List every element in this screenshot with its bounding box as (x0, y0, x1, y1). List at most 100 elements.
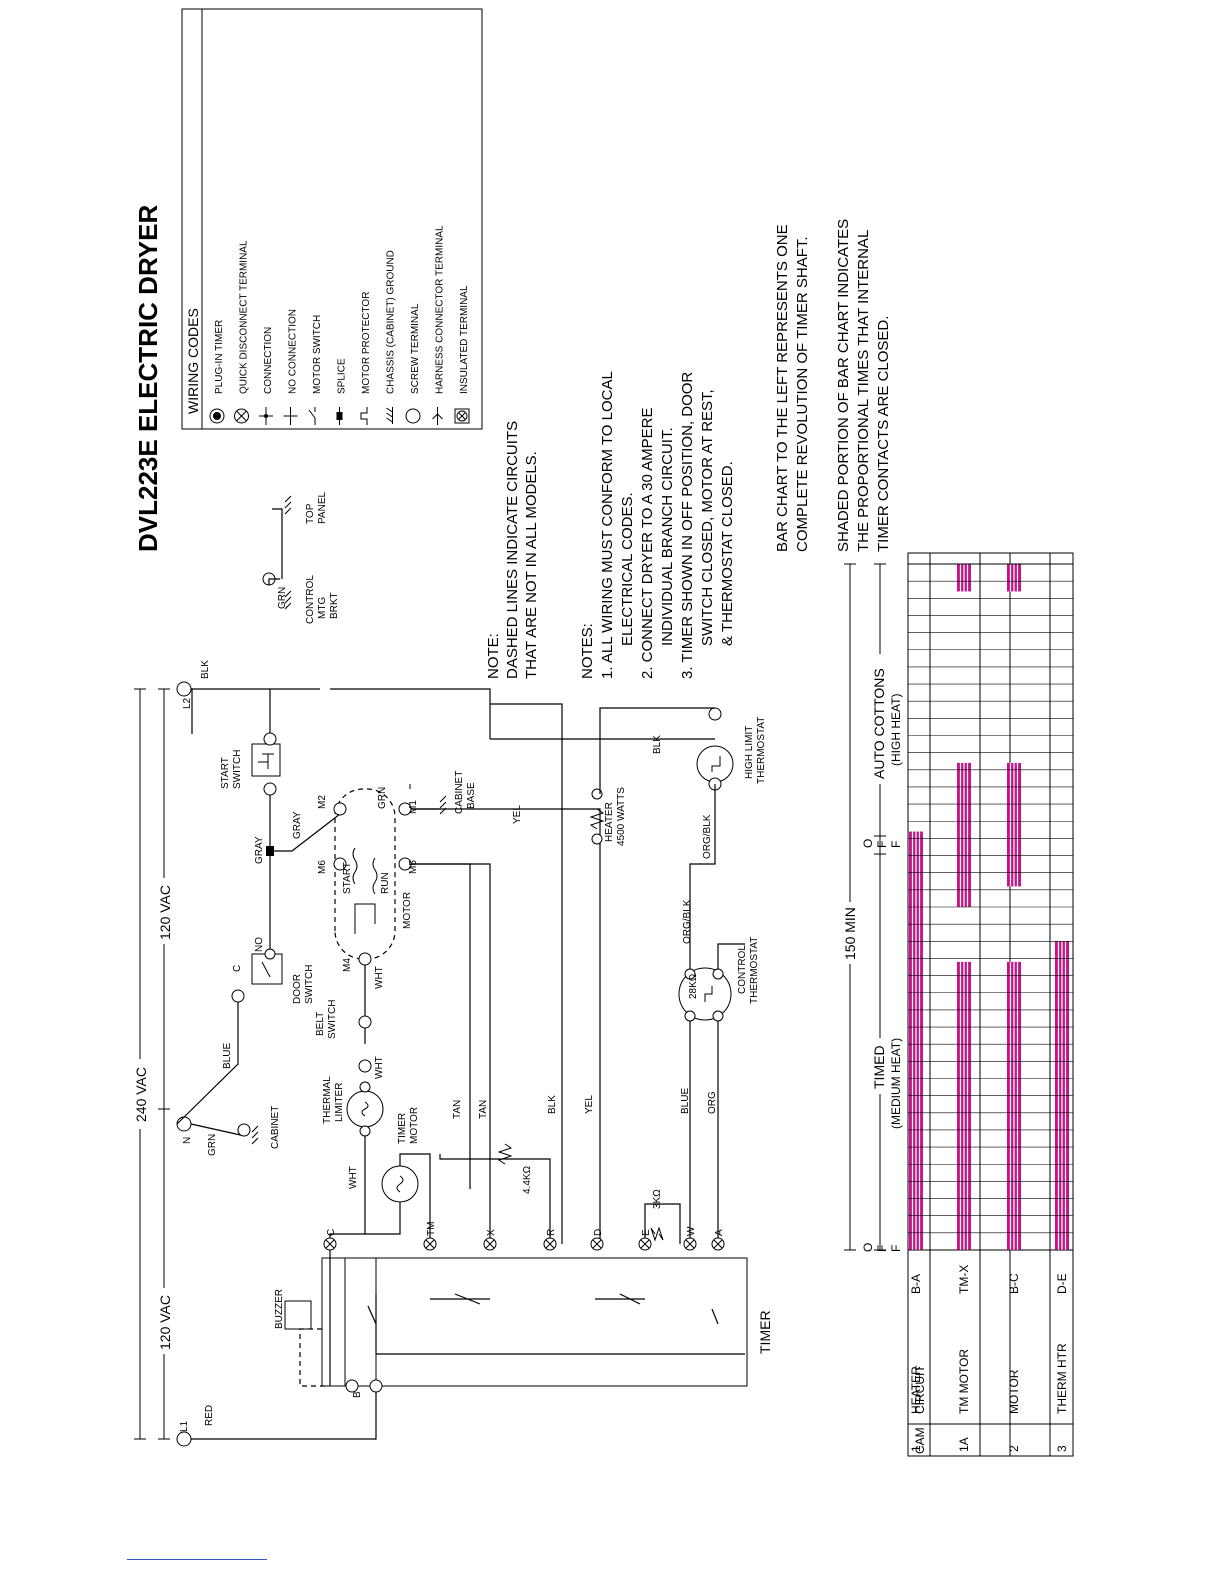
notes-block: NOTE: DASHED LINES INDICATE CIRCUITS THA… (485, 219, 892, 679)
notes-line-7: & THERMOSTAT CLOSED. (719, 461, 736, 646)
splice-icon (336, 407, 343, 425)
timer-terminal-label: E (641, 1229, 652, 1236)
notes-line-4: INDIVIDUAL BRANCH CIRCUIT. (659, 427, 676, 646)
gray-wire-label-1: GRAY (254, 836, 265, 864)
top-panel-label-1: TOP (305, 503, 316, 524)
bar-chart-note-5: TIMER CONTACTS ARE CLOSED. (875, 316, 892, 552)
off-label-1c: F (889, 1245, 903, 1252)
timer-terminal-label: C (326, 1229, 337, 1236)
start-switch-label-2: SWITCH (232, 750, 243, 789)
legend-item-label: CHASSIS (CABINET) GROUND (386, 250, 397, 394)
heater-label-2: 4500 WATTS (616, 787, 627, 846)
wiring-codes-heading: WIRING CODES (185, 308, 201, 414)
quick-disconnect-icon (234, 408, 249, 424)
belt-switch-label-2: SWITCH (327, 1000, 338, 1039)
l2-label: L2 (182, 697, 193, 709)
tan-wire-label-1: TAN (452, 1100, 463, 1119)
heater-label-1: HEATER (604, 802, 615, 842)
bar-chart-note-2: COMPLETE REVOLUTION OF TIMER SHAFT. (794, 236, 811, 552)
legend-item: SPLICE (336, 358, 348, 425)
connection-icon (259, 407, 273, 425)
segment-timed-label: TIMED (871, 1045, 887, 1089)
m2-label: M2 (317, 795, 328, 809)
row-contacts: D-E (1055, 1273, 1069, 1294)
n-label: N (182, 1137, 193, 1144)
harness-connector-icon (432, 407, 443, 425)
timer-terminal-label: D (593, 1229, 604, 1236)
ground-detail: GRN CONTROL MTG BRKT TOP PANEL (262, 492, 340, 624)
motor-label: MOTOR (402, 892, 413, 929)
timer-motor-label-2: MOTOR (409, 1107, 420, 1144)
legend-item: SCREW TERMINAL (405, 303, 421, 424)
m6-label: M6 (317, 860, 328, 874)
wht-wire-label-1: WHT (374, 966, 385, 989)
total-time-label: 150 MIN (842, 907, 858, 960)
row-circuit: HEATER (909, 1366, 923, 1414)
bar-chart-note-1: BAR CHART TO THE LEFT REPRESENTS ONE (774, 224, 791, 552)
screw-terminal-icon (405, 408, 421, 424)
legend-item-label: PLUG-IN TIMER (214, 320, 225, 394)
n-terminal (176, 1116, 192, 1132)
timer-terminal-b (345, 1379, 359, 1393)
cabinet-base-label-2: BASE (466, 782, 477, 809)
high-limit-label-2: THERMOSTAT (756, 717, 767, 784)
row-contacts: B-A (909, 1274, 923, 1294)
off-label-1a: O (861, 1243, 875, 1252)
voltage-240-label: 240 VAC (133, 1067, 149, 1122)
ground-symbol-icon (284, 495, 292, 515)
legend-item-label: INSULATED TERMINAL (459, 285, 470, 394)
wht-wire-label-2: WHT (374, 1056, 385, 1079)
thermal-limiter-label-2: LIMITER (334, 1083, 345, 1122)
legend-item: MOTOR SWITCH (308, 315, 323, 425)
voltage-120-right-label: 120 VAC (157, 885, 173, 940)
high-limit-label-1: HIGH LIMIT (744, 726, 755, 779)
bar-chart-note-4: THE PROPORTIONAL TIMES THAT INTERNAL (855, 230, 872, 552)
row-contacts: TM-X (957, 1265, 971, 1294)
row-circuit: TM MOTOR (957, 1349, 971, 1414)
segment-auto-label: AUTO COTTONS (871, 668, 887, 779)
yel-wire-label-2: YEL (512, 805, 523, 824)
notes-line-3: 2. CONNECT DRYER TO A 30 AMPERE (639, 408, 656, 680)
high-limit-thermostat: HIGH LIMIT THERMOSTAT (696, 707, 767, 791)
legend-item: NO CONNECTION (283, 309, 299, 425)
legend-item: MOTOR PROTECTOR (360, 292, 372, 425)
res-28k-label: 28KΩ (688, 973, 699, 999)
door-switch-label-2: SWITCH (304, 965, 315, 1004)
off-label-2c: F (889, 841, 903, 848)
ground-symbol-icon (284, 590, 292, 610)
timer-label: TIMER (757, 1310, 773, 1354)
legend-item-label: HARNESS CONNECTOR TERMINAL (435, 225, 446, 394)
row-cam: 1 (909, 1445, 923, 1452)
timer-bar-chart: 150 MIN TIMED (MEDIUM HEAT) AUTO COTTONS… (836, 552, 1074, 1457)
control-mtg-label-3: BRKT (329, 592, 340, 619)
legend-item: CONNECTION (259, 327, 274, 425)
note-heading: NOTE: (485, 633, 502, 679)
org-blk-label-1: ORG/BLK (682, 899, 693, 944)
control-mtg-label-1: CONTROL (305, 575, 316, 624)
timer-terminal-label: TM (426, 1222, 437, 1236)
start-winding-label: START (342, 862, 353, 894)
timer-terminal-label-b: B (352, 1391, 363, 1398)
legend-item-label: CONNECTION (263, 327, 274, 394)
l2-terminal (176, 681, 192, 697)
off-label-2a: O (861, 839, 875, 848)
segment-auto-sublabel: (HIGH HEAT) (889, 694, 903, 766)
door-switch: C NO DOOR SWITCH (231, 937, 315, 1004)
thermal-limiter-label-1: THERMAL (322, 1076, 333, 1124)
footer-link-line (127, 1559, 267, 1560)
ground-icon (386, 407, 393, 424)
notes-line-2: ELECTRICAL CODES. (619, 492, 636, 646)
off-label-1b: F (875, 1245, 889, 1252)
res-3k-label: 3KΩ (652, 1189, 663, 1209)
m4-label: M4 (342, 958, 353, 972)
tan-wire-label-2: TAN (478, 1100, 489, 1119)
diagram-title: DVL223E ELECTRIC DRYER (133, 205, 163, 552)
row-cam: 1A (957, 1437, 971, 1452)
schematic: 240 VAC 120 VAC 120 VAC L1 RED N GRN L2 … (120, 660, 773, 1447)
l1-terminal (176, 1431, 192, 1447)
timer-terminal-label: A (714, 1229, 725, 1236)
notes-line-6: SWITCH CLOSED, MOTOR AT REST, (699, 389, 716, 646)
header-cam: CAM (913, 1427, 927, 1454)
control-thermostat-label-2: THERMOSTAT (749, 937, 760, 1004)
